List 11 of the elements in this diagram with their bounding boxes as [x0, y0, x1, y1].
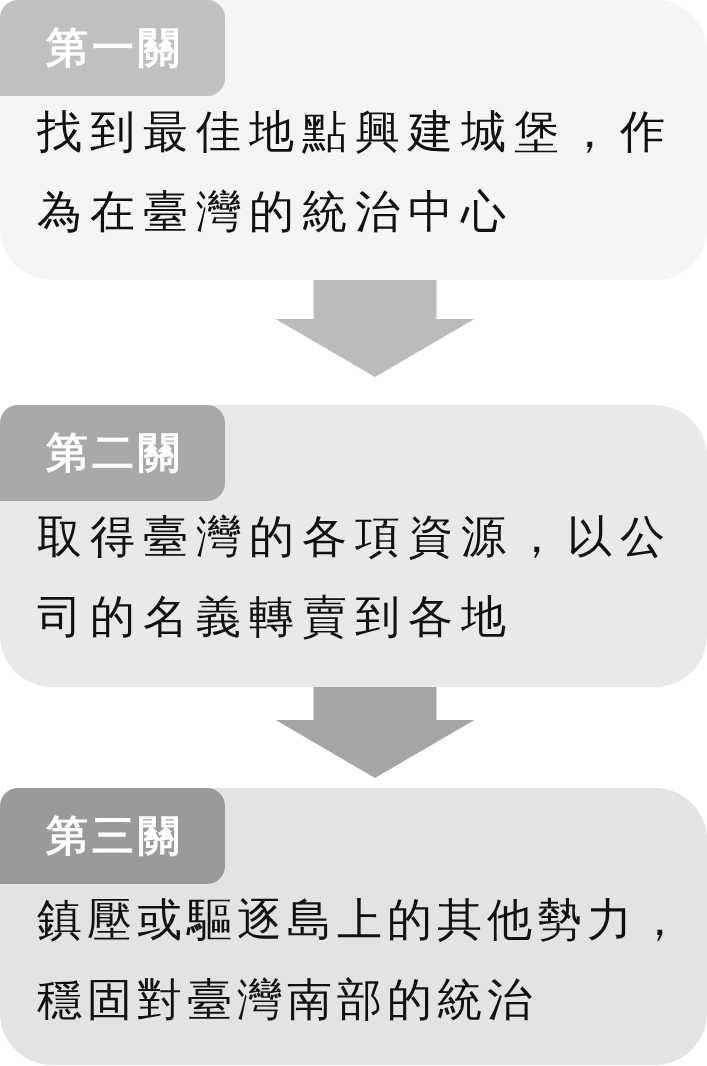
arrow — [275, 687, 475, 778]
stage-tab: 第三關 — [0, 788, 225, 884]
stage-panel — [0, 405, 707, 687]
stage-tab: 第二關 — [0, 405, 225, 501]
stage-description: 取得臺灣的各項資源，以公司的名義轉賣到各地 — [37, 509, 674, 645]
arrow — [275, 280, 475, 377]
stage-tab: 第一關 — [0, 0, 225, 96]
stage-panel — [0, 788, 707, 1065]
stage-panel — [0, 0, 707, 280]
stage-description: 找到最佳地點興建城堡，作為在臺灣的統治中心 — [37, 104, 674, 240]
stage-description: 鎮壓或驅逐島上的其他勢力，穩固對臺灣南部的統治 — [37, 892, 688, 1028]
